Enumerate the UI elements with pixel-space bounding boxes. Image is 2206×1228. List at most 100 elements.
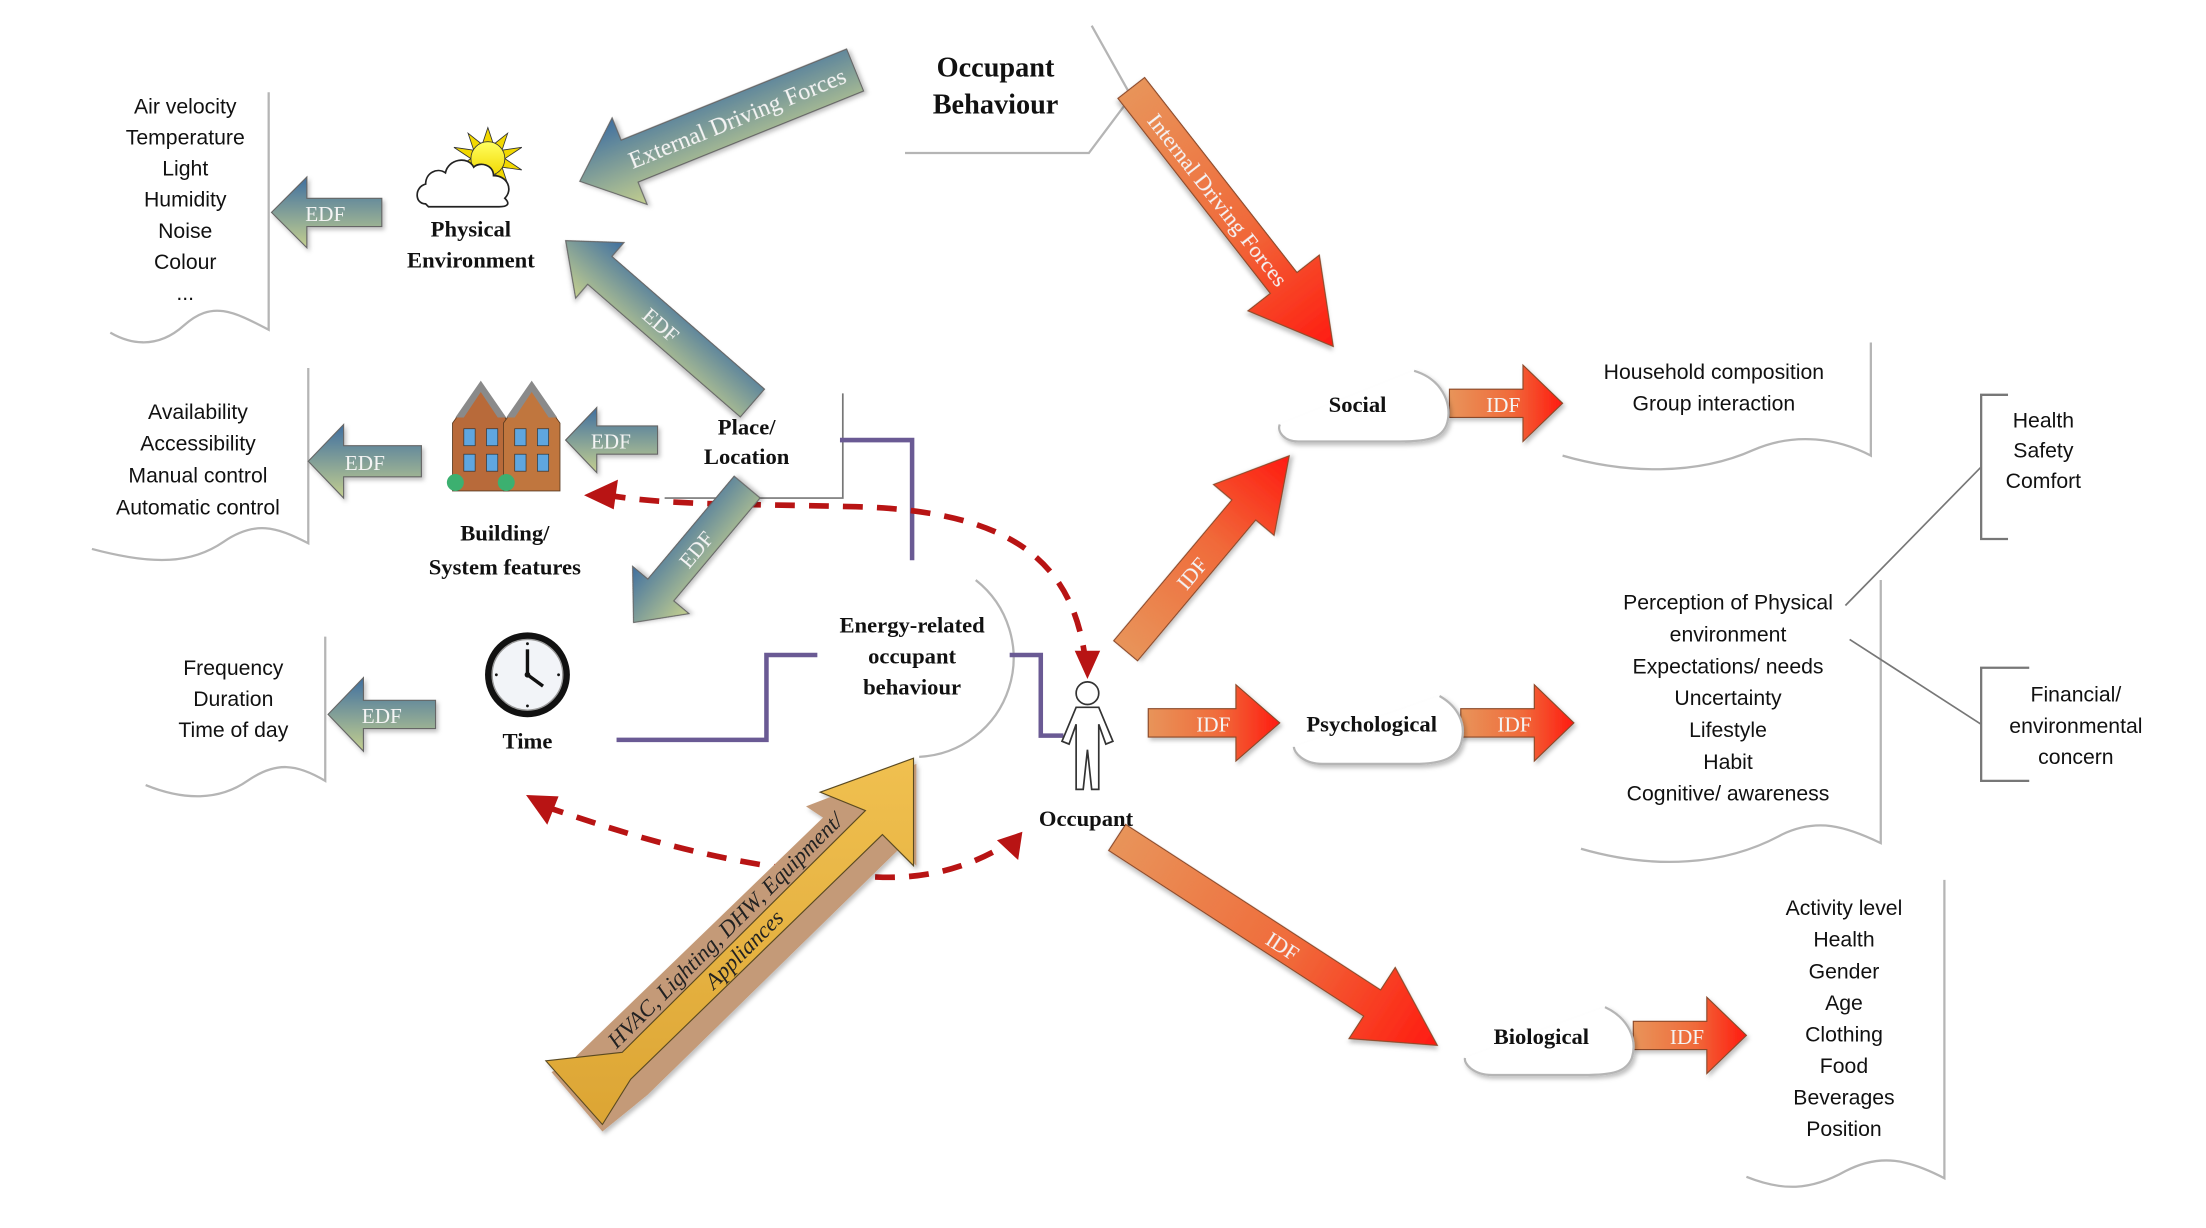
internal-driving-forces-arrow: Internal Driving Forces [1117, 76, 1334, 348]
physical-factor: Light [162, 158, 208, 181]
financial-factor: Financial/ [2031, 684, 2122, 707]
biological-factor: Activity level [1786, 897, 1903, 920]
link-financial [1849, 638, 1982, 726]
psychological-node-shape [1292, 695, 1464, 766]
idf-arrow-to-social: IDF [1112, 454, 1290, 662]
psychological-factor: Expectations/ needs [1633, 655, 1824, 678]
biological-factor: Health [1813, 929, 1874, 952]
internal-driving-forces-label: Internal Driving Forces [1142, 109, 1292, 292]
occupant-person-icon [1060, 681, 1115, 791]
building-factor: Manual control [128, 464, 267, 487]
psychological-factors-list: Perception of Physical environmentExpecta… [1623, 592, 1833, 806]
physical-factor: ... [176, 282, 194, 305]
psychological-factor: Lifestyle [1689, 719, 1767, 742]
time-factor: Duration [193, 688, 273, 711]
edf-label-place-to-building: EDF [591, 430, 631, 454]
financial-bracket [1980, 666, 2030, 782]
dashed-arrowhead-occupant-top [1074, 650, 1101, 680]
psychological-factor: Cognitive/ awareness [1627, 783, 1830, 806]
building-label-line2: System features [429, 554, 581, 579]
energy-occupant-connector [1009, 652, 1064, 738]
psychological-factor: Habit [1703, 751, 1753, 774]
idf-arrow-psychological: IDF [1460, 683, 1575, 763]
idf-label-psychological: IDF [1497, 712, 1531, 736]
biological-label: Biological [1494, 1024, 1589, 1049]
clock-icon [485, 632, 570, 718]
social-node-shape [1278, 369, 1450, 443]
edf-arrow-place-to-building: EDF [564, 406, 659, 474]
idf-arrow-biological: IDF [1632, 995, 1748, 1075]
building-factor: Availability [148, 401, 248, 424]
energy-label-line2: occupant [868, 643, 956, 668]
idf-label-biological: IDF [1670, 1025, 1704, 1049]
time-energy-connector [616, 652, 818, 743]
occupant-label: Occupant [1039, 806, 1134, 831]
biological-factor: Beverages [1793, 1086, 1894, 1109]
physical-factor: Noise [158, 220, 212, 243]
social-factor: Group interaction [1633, 392, 1796, 415]
psychological-label: Psychological [1306, 711, 1437, 736]
comfort-factor: Safety [2013, 440, 2074, 463]
psychological-factor: Perception of Physical [1623, 592, 1833, 615]
place-label-line1: Place/ [718, 414, 776, 439]
title-line1: Occupant [937, 53, 1055, 84]
edf-arrow-time: EDF [327, 676, 437, 753]
edf-label-building: EDF [345, 451, 385, 475]
edf-arrow-building: EDF [307, 423, 422, 500]
edf-arrow-place-to-time: EDF [632, 475, 761, 624]
energy-circle [919, 579, 1015, 758]
dashed-arrowhead-time [526, 795, 559, 825]
biological-factor: Gender [1809, 960, 1880, 983]
psychological-factor: Uncertainty [1674, 687, 1782, 710]
energy-label-line1: Energy-related [839, 612, 985, 637]
physical-factor: Colour [154, 251, 216, 274]
building-factors-doc [91, 367, 310, 562]
biological-factor: Position [1806, 1118, 1881, 1141]
biological-factor: Clothing [1805, 1023, 1883, 1046]
biological-factors-list: Activity levelHealthGenderAgeClothingFoo… [1786, 897, 1903, 1141]
idf-arrow-to-biological: IDF [1107, 823, 1439, 1047]
link-comfort [1844, 466, 1982, 607]
physical-factor: Humidity [144, 189, 227, 212]
building-label-line1: Building/ [460, 520, 550, 545]
physical-factor: Air velocity [134, 95, 237, 118]
title-doc [905, 25, 1133, 155]
idf-arrow-to-psychological: IDF [1147, 683, 1281, 763]
physical-factors-list: Air velocityTemperatureLightHumidityNois… [126, 95, 245, 305]
idf-label-social: IDF [1486, 393, 1520, 417]
dashed-arrowhead-occupant-bottom [996, 831, 1023, 861]
physical-factors-doc [109, 92, 270, 344]
comfort-factor: Comfort [2006, 470, 2082, 493]
idf-label-to-psychological: IDF [1196, 712, 1230, 736]
title-line2: Behaviour [933, 89, 1059, 120]
time-factor: Time of day [178, 719, 288, 742]
time-label: Time [503, 728, 553, 753]
equipment-arrow: HVAC, Lighting, DHW, Equipment/ Applianc… [544, 757, 917, 1132]
psychological-factor: environment [1670, 624, 1787, 647]
idf-arrow-social: IDF [1448, 363, 1564, 443]
place-label-line2: Location [704, 444, 790, 469]
edf-label-time: EDF [362, 704, 402, 728]
psychological-factors-doc [1580, 580, 1882, 864]
place-energy-connector [839, 437, 915, 561]
edf-arrow-physical: EDF [270, 175, 383, 250]
edf-label-physical: EDF [305, 202, 345, 226]
financial-factor: environmental [2009, 715, 2142, 738]
energy-label-line3: behaviour [863, 675, 961, 700]
sun-cloud-icon [416, 126, 523, 208]
social-factors-doc [1562, 342, 1872, 471]
external-driving-forces-label: External Driving Forces [625, 64, 850, 175]
external-driving-forces-arrow: External Driving Forces [578, 48, 865, 206]
social-label: Social [1329, 392, 1387, 417]
biological-factors-doc [1745, 879, 1946, 1188]
edf-arrow-place-to-physical: EDF [564, 240, 766, 418]
comfort-bracket [1980, 393, 2009, 541]
dashed-occupant-to-building [607, 492, 1089, 666]
time-factors-doc [145, 636, 327, 798]
